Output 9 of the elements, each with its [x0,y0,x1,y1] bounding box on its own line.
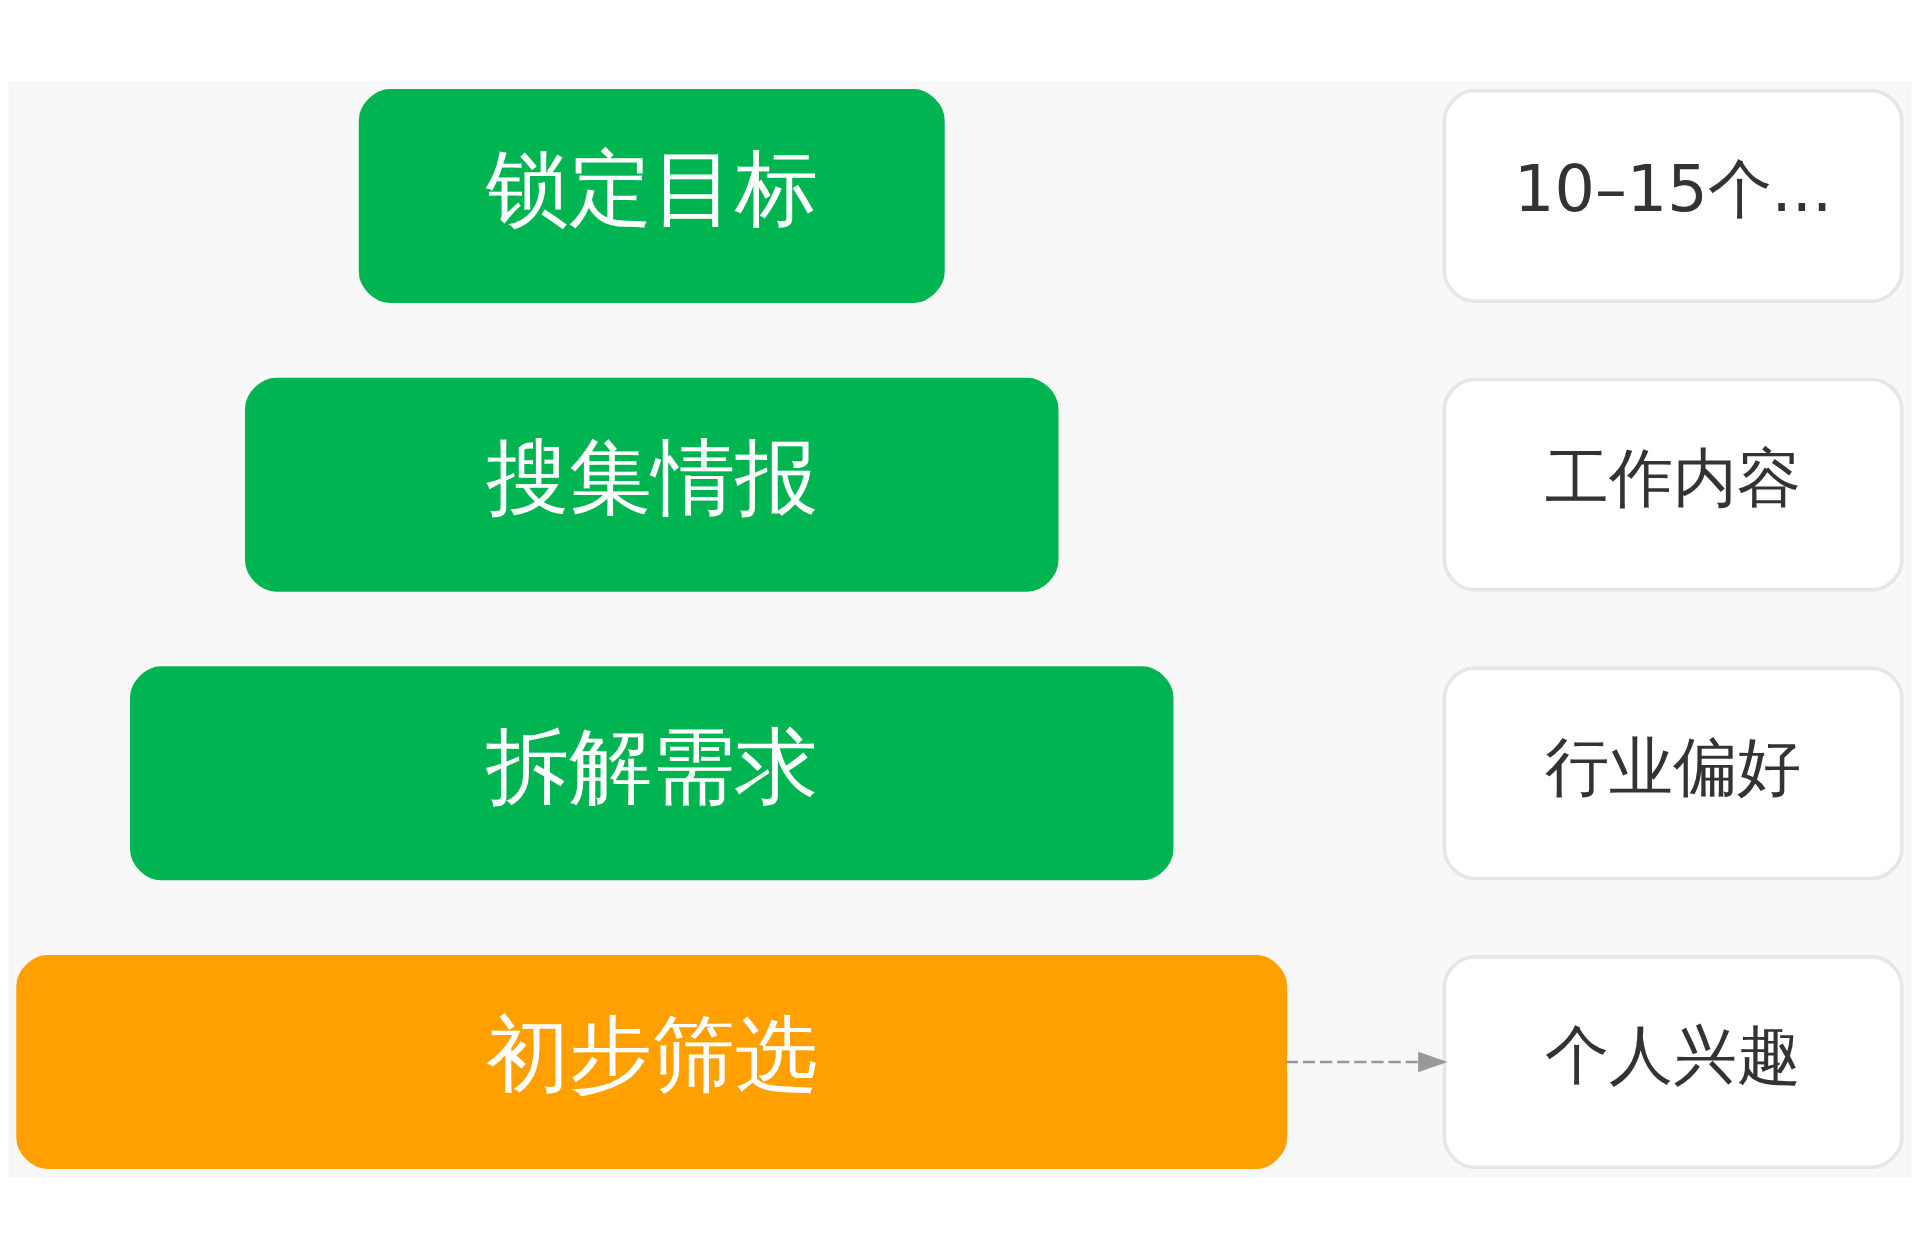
arrow [1285,1051,1448,1073]
node-box: 个人兴趣 [1442,955,1904,1170]
node-box: 搜集情报 [245,377,1059,592]
node-box: 锁定目标 [358,88,945,303]
node-box: 工作内容 [1442,377,1904,592]
node-box: 拆解需求 [130,666,1174,881]
node-box: 初步筛选 [16,955,1288,1170]
node-box: 10–15个... [1442,88,1904,303]
node-box: 行业偏好 [1442,666,1904,881]
